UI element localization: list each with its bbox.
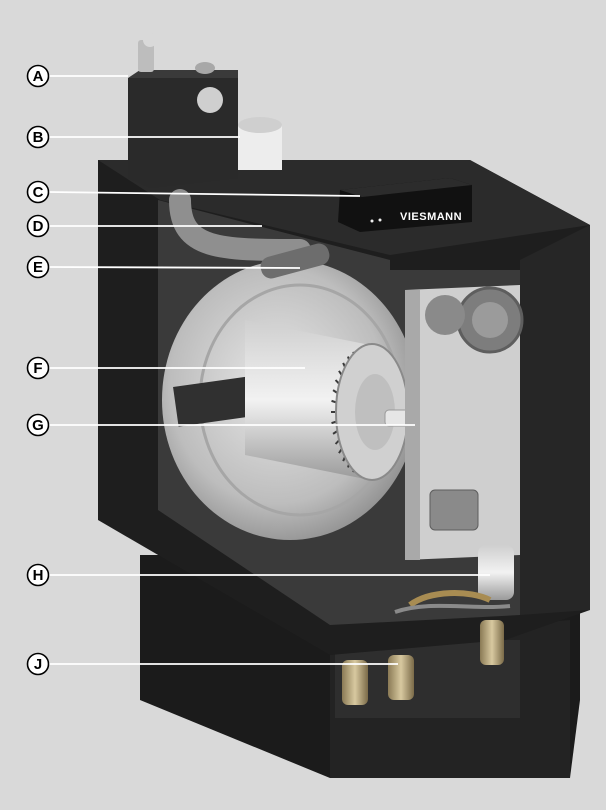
- callout-marker-e: [26, 255, 50, 279]
- callout-leader-e: [48, 266, 301, 269]
- air-vent-fitting: [195, 62, 215, 74]
- callout-label-j: J: [34, 656, 42, 673]
- oil-supply-line: [408, 590, 492, 608]
- callout-group: A B CD E F G H J: [26, 64, 490, 676]
- callout-label-g: G: [32, 417, 44, 434]
- burner-fan-housing: [425, 295, 465, 335]
- brand-logo: VIESMANN: [400, 211, 462, 223]
- flue-outlet-top: [238, 117, 282, 133]
- safety-valve: [138, 40, 154, 72]
- control-led: [378, 218, 382, 222]
- callout-label-a: A: [33, 68, 44, 85]
- callout-label-d: D: [33, 218, 44, 235]
- safety-valve-cap: [143, 33, 157, 47]
- safety-block-port: [197, 87, 223, 113]
- connection-fitting-left: [342, 660, 368, 705]
- oil-pump: [429, 489, 479, 531]
- callout-marker-g: [26, 413, 50, 437]
- connection-fitting-mid: [388, 655, 414, 700]
- connection-pipe: [169, 189, 311, 261]
- callout-marker-f: [26, 356, 50, 380]
- callout-label-f: F: [33, 360, 42, 377]
- callout-marker-h: [26, 563, 50, 587]
- callout-label-c: C: [33, 184, 44, 201]
- casing-right-face: [520, 225, 590, 615]
- burner-core: [355, 374, 395, 450]
- connection-fitting-right: [480, 620, 504, 665]
- control-led: [370, 219, 374, 223]
- callout-label-e: E: [33, 259, 43, 276]
- callout-label-h: H: [33, 567, 44, 584]
- callout-label-b: B: [33, 129, 44, 146]
- callout-marker-a: [26, 64, 50, 88]
- insulation-collar: [260, 243, 330, 279]
- oil-filter: [478, 545, 514, 600]
- callout-marker-d: [26, 214, 50, 238]
- oil-return-line: [394, 603, 511, 614]
- callout-leader-c: [48, 191, 361, 197]
- callout-marker-b: [26, 125, 50, 149]
- burner-motor-cap: [472, 302, 508, 338]
- control-unit-top: [340, 178, 472, 197]
- callout-marker-j: [26, 652, 50, 676]
- callout-marker-c: [26, 180, 50, 204]
